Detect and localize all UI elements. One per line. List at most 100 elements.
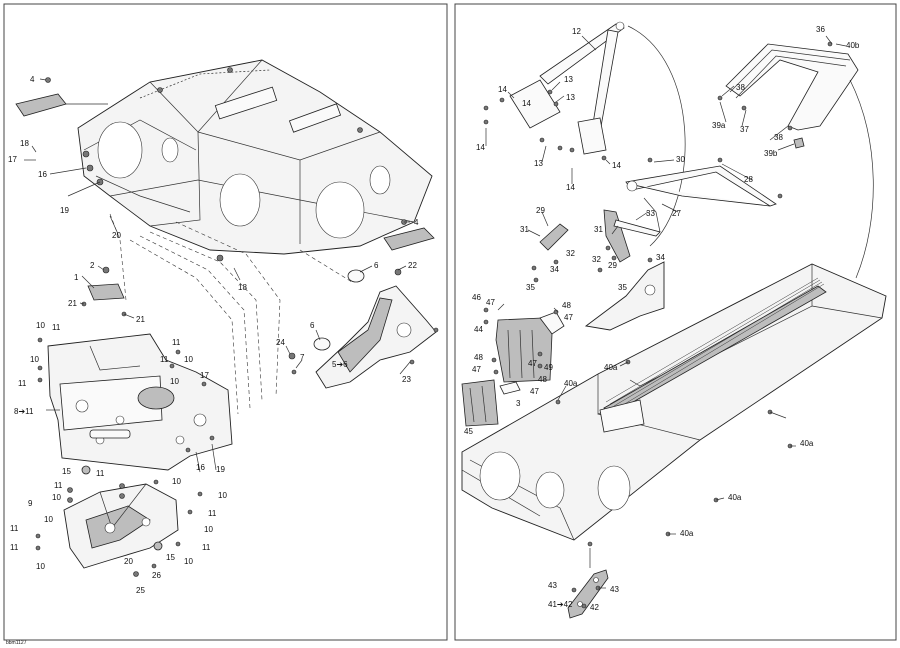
callout-r40b: 40b (846, 41, 860, 50)
callout-r40a-2: 40a (564, 379, 578, 388)
callout-2: 2 (90, 261, 95, 270)
callout-10-k: 10 (184, 557, 193, 566)
callout-r46: 46 (472, 293, 481, 302)
lower-support-assembly (35, 465, 203, 577)
callout-r47a: 47 (486, 298, 495, 307)
callout-6: 6 (374, 261, 379, 270)
callout-r47d: 47 (472, 365, 481, 374)
part-1-block (81, 266, 127, 317)
callout-r31b: 31 (594, 225, 603, 234)
callout-r27: 27 (672, 209, 681, 218)
callout-21: 21 (68, 299, 77, 308)
callout-11-f: 11 (54, 481, 63, 490)
callout-16-b: 16 (196, 463, 205, 472)
callout-r14a: 14 (498, 85, 507, 94)
callout-11-c: 11 (172, 338, 181, 347)
callout-r38a: 38 (736, 83, 745, 92)
callout-r49: 49 (544, 363, 553, 372)
callout-r13b: 13 (566, 93, 575, 102)
callout-r35a: 35 (526, 283, 535, 292)
callout-r34a: 34 (550, 265, 559, 274)
callout-r45: 45 (464, 427, 473, 436)
callout-r39b: 39b (764, 149, 778, 158)
callout-r43a: 43 (548, 581, 557, 590)
callout-15-b: 15 (166, 553, 175, 562)
callout-1: 1 (74, 273, 79, 282)
callout-16: 16 (38, 170, 47, 179)
steering-post-5-6 (288, 268, 439, 389)
callout-5-6: 5➔6 (332, 360, 348, 369)
part-4-bracket-top (15, 77, 108, 117)
right-callout-labels: 12 36 40b 14 13 14 13 38 39a 37 38 39b 1… (464, 25, 860, 612)
callout-r48a: 48 (562, 301, 571, 310)
callout-10-c: 10 (184, 355, 193, 364)
callout-r38b: 38 (774, 133, 783, 142)
callout-10-e: 10 (172, 477, 181, 486)
callout-r36: 36 (816, 25, 825, 34)
front-panel-assembly (37, 333, 233, 471)
callout-11: 11 (52, 323, 61, 332)
callout-11-j: 11 (202, 543, 211, 552)
callout-r47b: 47 (564, 313, 573, 322)
callout-r3: 3 (516, 399, 521, 408)
callout-r14d: 14 (612, 161, 621, 170)
left-callout-labels: 4 18 17 16 19 20 4 18 2 1 21 21 6 22 6 2… (8, 75, 419, 595)
callout-10-j: 10 (36, 562, 45, 571)
callout-20: 20 (112, 231, 121, 240)
callout-r40a-3: 40a (800, 439, 814, 448)
callout-r33: 33 (646, 209, 655, 218)
callout-24: 24 (276, 338, 285, 347)
callout-10-b: 10 (30, 355, 39, 364)
callout-7: 7 (300, 353, 305, 362)
left-leader-lines (24, 78, 411, 473)
callout-r48c: 48 (538, 375, 547, 384)
callout-r13c: 13 (534, 159, 543, 168)
callout-17: 17 (8, 155, 17, 164)
callout-18-right: 18 (238, 283, 247, 292)
callout-r42: 42 (590, 603, 599, 612)
part-44-bracket (461, 307, 565, 427)
callout-r32b: 32 (592, 255, 601, 264)
tunnel-heat-exchanger (461, 263, 887, 547)
callout-10-d: 10 (170, 377, 179, 386)
callout-10-g: 10 (218, 491, 227, 500)
callout-r40a-4: 40a (728, 493, 742, 502)
part-41-42-bracket (567, 548, 609, 619)
callout-19-b: 19 (216, 465, 225, 474)
callout-r47e: 47 (530, 387, 539, 396)
callout-22: 22 (408, 261, 417, 270)
diagram-code: bbm1127 (6, 640, 27, 646)
callout-r14c: 14 (476, 143, 485, 152)
callout-15: 15 (62, 467, 71, 476)
callout-18: 18 (20, 139, 29, 148)
callout-r41-42: 41➔42 (548, 600, 573, 609)
callout-11-h: 11 (10, 524, 19, 533)
callout-r44: 44 (474, 325, 483, 334)
callout-r14b: 14 (522, 99, 531, 108)
callout-r13a: 13 (564, 75, 573, 84)
callout-r40a-5: 40a (680, 529, 694, 538)
side-brackets (531, 209, 665, 331)
right-leader-lines (485, 35, 847, 589)
part-4-bracket-right (383, 219, 435, 251)
callout-r12: 12 (572, 27, 581, 36)
callout-r39a: 39a (712, 121, 726, 130)
chassis-frame-illustration (77, 59, 433, 262)
callout-r31a: 31 (520, 225, 529, 234)
callout-17-b: 17 (200, 371, 209, 380)
callout-r35b: 35 (618, 283, 627, 292)
cooler-fins (605, 277, 825, 409)
callout-20-b: 20 (124, 557, 133, 566)
callout-23: 23 (402, 375, 411, 384)
callout-r47c: 47 (528, 359, 537, 368)
rear-bumper-loop (717, 41, 874, 279)
right-panel: 12 36 40b 14 13 14 13 38 39a 37 38 39b 1… (461, 21, 887, 619)
callout-9: 9 (28, 499, 33, 508)
callout-26: 26 (152, 571, 161, 580)
callout-11-e: 11 (96, 469, 105, 478)
callout-4-right: 4 (414, 218, 419, 227)
callout-r40a-1: 40a (604, 363, 618, 372)
callout-11-g: 11 (208, 509, 217, 518)
callout-19: 19 (60, 206, 69, 215)
callout-21-b: 21 (136, 315, 145, 324)
